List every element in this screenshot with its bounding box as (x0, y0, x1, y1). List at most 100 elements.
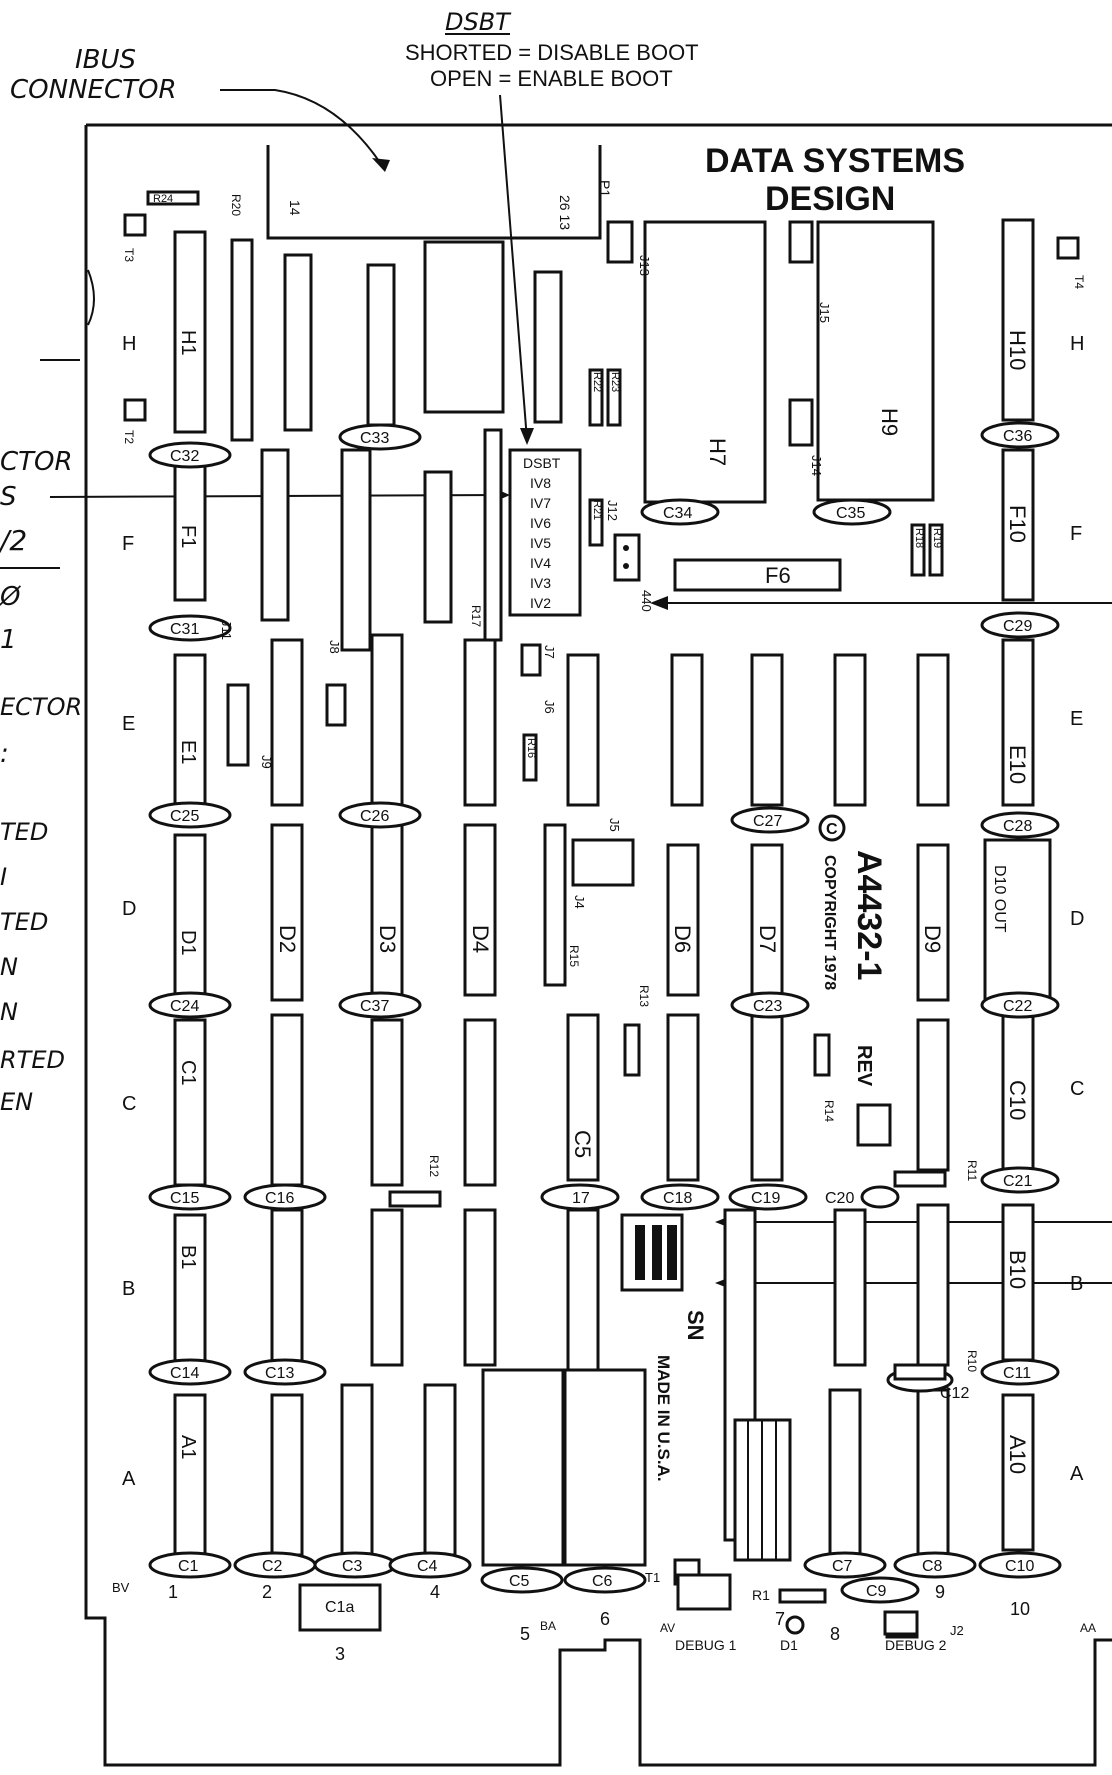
svg-text:AV: AV (660, 1621, 675, 1635)
rev-label: REV (853, 1045, 875, 1087)
row-labels-right: H F E D C B A (1070, 333, 1084, 1485)
row-labels-left: H F E D C B A (122, 333, 136, 1490)
svg-text:R11: R11 (965, 1160, 979, 1181)
capacitors: C32 C33 C34 C35 C36 C31 C29 C25 C26 C27 … (148, 421, 1062, 1632)
svg-text:C11: C11 (1003, 1365, 1031, 1382)
svg-text:H10: H10 (1005, 330, 1030, 370)
svg-text:ECTOR: ECTOR (0, 693, 82, 721)
svg-text:26 13: 26 13 (557, 195, 573, 230)
svg-text:J7: J7 (542, 645, 557, 659)
svg-text:4: 4 (430, 1582, 440, 1602)
dsbt-title: DSBT (445, 8, 512, 36)
ibus-connector (266, 145, 602, 240)
svg-text:D1: D1 (780, 1637, 798, 1653)
svg-text:C25: C25 (170, 808, 199, 825)
svg-text:DEBUG 1: DEBUG 1 (675, 1637, 737, 1653)
svg-text:R15: R15 (567, 945, 581, 967)
svg-text:R14: R14 (822, 1100, 836, 1122)
svg-text:B10: B10 (1005, 1250, 1030, 1289)
svg-text:C10: C10 (1005, 1080, 1030, 1120)
svg-text:IV2: IV2 (530, 595, 551, 611)
dsbt-arrow (499, 94, 528, 441)
svg-text:F: F (122, 533, 134, 555)
svg-text:A: A (1070, 1463, 1084, 1485)
company-line2: DESIGN (765, 180, 895, 218)
svg-text:EN: EN (0, 1088, 33, 1116)
bottom-numbers: BV 1 2 3 4 5 6 7 8 9 10 AV AA BA (112, 1580, 1096, 1664)
svg-text:H7: H7 (705, 438, 730, 466)
svg-text:C23: C23 (753, 998, 782, 1015)
svg-text:AA: AA (1080, 1621, 1096, 1635)
svg-text:J6: J6 (542, 700, 557, 714)
svg-text:C29: C29 (1003, 618, 1032, 635)
svg-text:R22: R22 (591, 372, 603, 392)
svg-text:IV5: IV5 (530, 535, 551, 551)
ibus-arrow (220, 89, 386, 171)
svg-text:C20: C20 (825, 1190, 854, 1207)
svg-text:F1: F1 (177, 525, 199, 548)
board-outline (84, 123, 1112, 1767)
svg-text:TED: TED (0, 818, 48, 846)
svg-text:8: 8 (830, 1624, 840, 1644)
svg-text:C1: C1 (177, 1060, 199, 1086)
svg-text:R17: R17 (469, 605, 483, 627)
svg-text:C34: C34 (663, 505, 692, 522)
svg-text:C: C (122, 1093, 136, 1115)
svg-text:J12: J12 (605, 500, 620, 521)
ibus-label: IBUS (75, 45, 136, 75)
svg-text:CTOR: CTOR (0, 447, 73, 477)
copyright-text: COPYRIGHT 1978 (821, 855, 838, 990)
svg-text:1: 1 (168, 1582, 178, 1602)
svg-text:Ø: Ø (0, 582, 22, 612)
svg-text:D10 OUT: D10 OUT (991, 865, 1008, 933)
svg-text:S: S (0, 482, 17, 512)
svg-text:R18: R18 (913, 528, 925, 548)
svg-text:C22: C22 (1003, 998, 1032, 1015)
svg-text:N: N (0, 998, 18, 1026)
svg-text:C36: C36 (1003, 428, 1032, 445)
svg-text:C32: C32 (170, 448, 199, 465)
svg-text:D3: D3 (375, 925, 400, 953)
dsbt-arrowhead (520, 428, 534, 445)
svg-text:N: N (0, 953, 18, 981)
copyright-icon (818, 814, 846, 842)
svg-text:R13: R13 (637, 985, 651, 1007)
svg-text:1: 1 (0, 625, 17, 655)
svg-text:T2: T2 (122, 430, 136, 444)
svg-text:J5: J5 (607, 818, 622, 832)
svg-text:C28: C28 (1003, 818, 1032, 835)
svg-text:/2: /2 (0, 524, 27, 557)
svg-text:IV4: IV4 (530, 555, 551, 571)
svg-text:J2: J2 (950, 1623, 964, 1638)
svg-text:R1: R1 (752, 1587, 770, 1603)
svg-text:R21: R21 (591, 500, 603, 520)
svg-text:R12: R12 (427, 1155, 441, 1177)
svg-text:A: A (122, 1468, 136, 1490)
svg-text:C21: C21 (1003, 1173, 1032, 1190)
svg-text:14: 14 (287, 200, 303, 216)
svg-text:D9: D9 (920, 925, 945, 953)
jumpers: J13 J15 J14 J12 440 J11 J9 J8 J7 J6 J5 J… (122, 213, 1086, 1653)
svg-text:RTED: RTED (0, 1046, 65, 1074)
dsbt-shorted-note: SHORTED = DISABLE BOOT (405, 40, 699, 65)
svg-text:C37: C37 (360, 998, 389, 1015)
svg-text:T4: T4 (1072, 275, 1086, 289)
svg-text:9: 9 (935, 1582, 945, 1602)
svg-text:D4: D4 (468, 925, 493, 953)
svg-text:C15: C15 (170, 1190, 199, 1207)
svg-text:BA: BA (540, 1619, 556, 1633)
svg-text:C12: C12 (940, 1385, 969, 1402)
svg-text:D1: D1 (177, 930, 199, 956)
chip-labels: H7 H9 F6 H10 F10 E10 D2 D3 D4 D6 D7 D9 D… (275, 330, 1030, 1474)
svg-text:2: 2 (262, 1582, 272, 1602)
svg-text:C24: C24 (170, 998, 199, 1015)
svg-text:J14: J14 (809, 455, 824, 476)
svg-text:F6: F6 (765, 563, 791, 588)
svg-text:C16: C16 (265, 1190, 294, 1207)
svg-text:B: B (1070, 1273, 1083, 1295)
svg-text:C18: C18 (663, 1190, 692, 1207)
svg-text:C19: C19 (751, 1190, 780, 1207)
column-1-chips: H1 F1 E1 D1 C1 B1 A1 (173, 230, 207, 1557)
svg-text:C5: C5 (509, 1573, 530, 1590)
rev-box (856, 1103, 892, 1147)
